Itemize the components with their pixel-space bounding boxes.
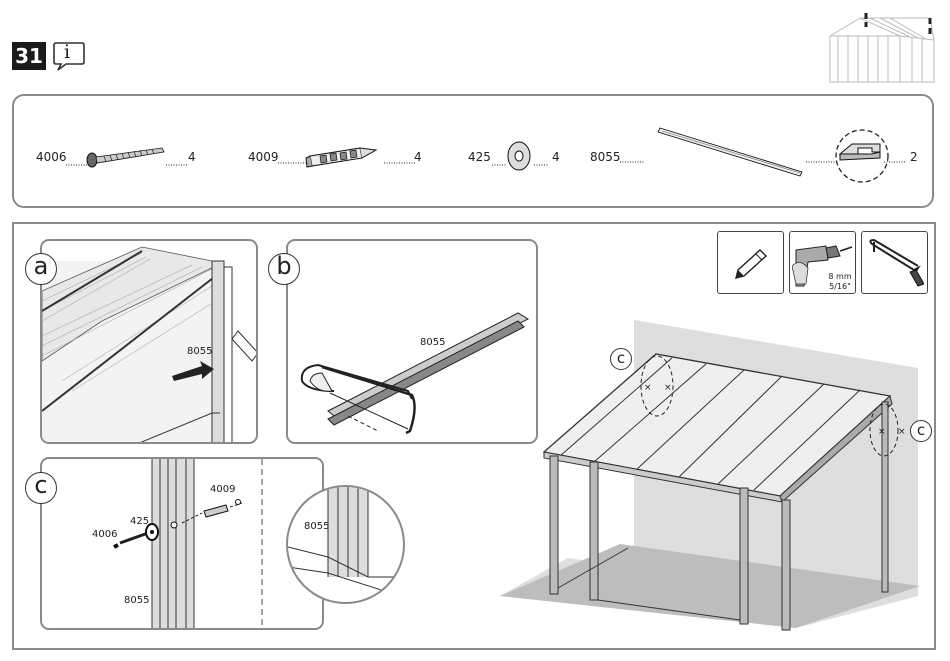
part-code-4009: 4009 (248, 150, 279, 164)
part-qty-4009: 4 (414, 150, 422, 164)
drill-bit-metric: 8 mm (824, 272, 856, 282)
part-code-8055: 8055 (590, 150, 621, 164)
screw-icon (64, 140, 194, 174)
overview-callout-right: c (910, 420, 932, 442)
detail-letter-a: a (25, 253, 57, 285)
zoom-detail-circle: 8055 (286, 485, 405, 604)
svg-text:×: × (898, 427, 906, 437)
detail-c-plug-label: 4009 (210, 484, 235, 495)
detail-letter-b: b (268, 253, 300, 285)
svg-text:×: × (878, 427, 886, 437)
zoom-profile-label: 8055 (304, 521, 329, 532)
tool-pencil (717, 231, 784, 294)
detail-c-washer-label: 425 (130, 516, 149, 527)
shed-thumbnail (822, 10, 940, 90)
detail-c-screw-label: 4006 (92, 529, 117, 540)
detail-c-profile-label: 8055 (124, 595, 149, 606)
part-code-425: 425 (468, 150, 491, 164)
svg-text:×: × (644, 383, 652, 393)
info-icon: i (52, 40, 86, 72)
part-code-4006: 4006 (36, 150, 67, 164)
tool-drill: 8 mm 5/16" (789, 231, 856, 294)
detail-panel-a: 8055 (40, 239, 258, 444)
wall-plug-icon (276, 138, 416, 172)
tool-saw (861, 231, 928, 294)
drill-bit-imperial: 5/16" (824, 282, 856, 292)
pencil-icon (730, 244, 772, 288)
part-qty-425: 4 (552, 150, 560, 164)
pergola-overview: × × × × (500, 318, 920, 643)
washer-icon (490, 140, 554, 176)
svg-text:×: × (664, 383, 672, 393)
info-glyph: i (64, 41, 70, 63)
part-qty-4006: 4 (188, 150, 196, 164)
detail-panel-c: 4009 425 4006 8055 (40, 457, 324, 630)
detail-b-profile-label: 8055 (420, 337, 445, 348)
detail-letter-c: c (25, 472, 57, 504)
hacksaw-icon (866, 238, 924, 294)
part-qty-8055: 2 (910, 150, 918, 164)
profile-strip-icon (618, 124, 908, 192)
step-number: 31 (12, 42, 46, 70)
detail-a-profile-label: 8055 (187, 346, 212, 357)
overview-callout-left: c (610, 348, 632, 370)
